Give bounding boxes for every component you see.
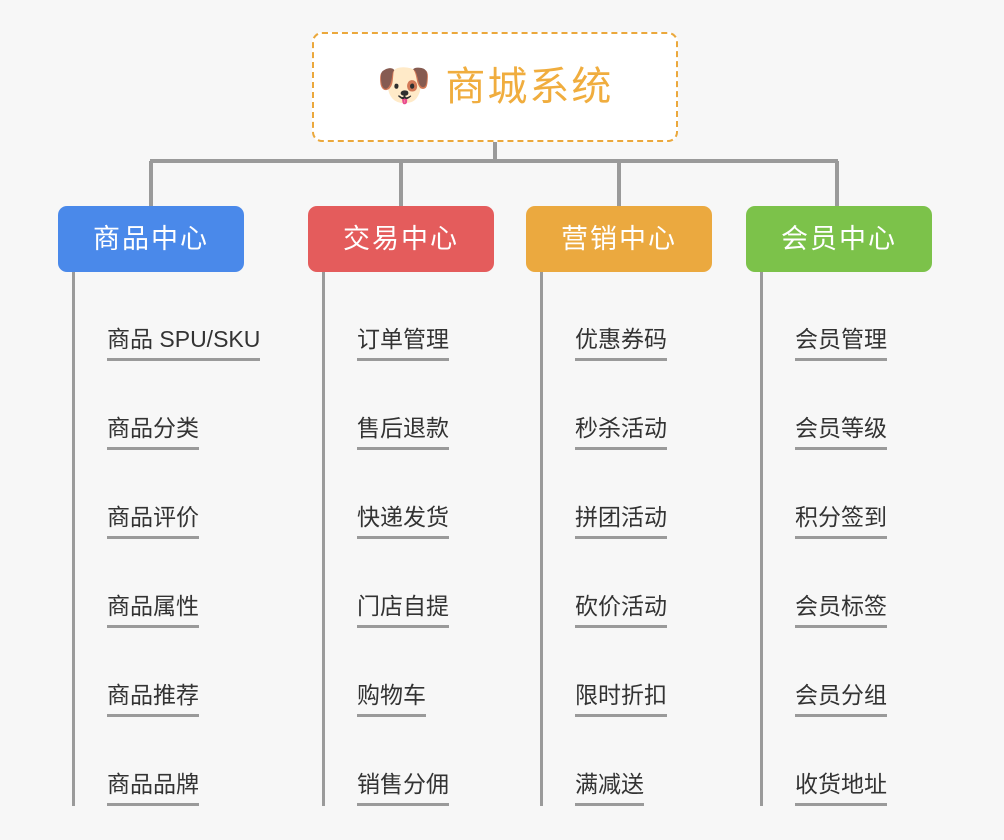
leaf-label: 会员管理: [795, 326, 887, 361]
leaf-item[interactable]: 满减送: [543, 717, 753, 806]
branch-label: 营销中心: [561, 223, 677, 254]
branch-member-center: 会员中心 会员管理 会员等级 积分签到 会员标签 会员分组 收货地址: [746, 206, 973, 806]
leaf-label: 商品评价: [107, 504, 199, 539]
leaf-item[interactable]: 门店自提: [325, 539, 535, 628]
root-node[interactable]: 🐶 商城系统: [312, 32, 678, 142]
leaf-item[interactable]: 销售分佣: [325, 717, 535, 806]
leaf-item[interactable]: 商品品牌: [75, 717, 285, 806]
leaf-item[interactable]: 砍价活动: [543, 539, 753, 628]
leaf-label: 商品 SPU/SKU: [107, 326, 261, 361]
leaf-label: 商品属性: [107, 593, 199, 628]
dog-face-icon: 🐶: [376, 61, 432, 110]
leaf-item[interactable]: 商品 SPU/SKU: [75, 272, 285, 361]
leaf-label: 销售分佣: [357, 771, 449, 806]
leaf-item[interactable]: 商品分类: [75, 361, 285, 450]
leaf-item[interactable]: 会员分组: [763, 628, 973, 717]
leaf-label: 商品品牌: [107, 771, 199, 806]
leaf-label: 秒杀活动: [575, 415, 667, 450]
branch-header-marketing-center[interactable]: 营销中心: [526, 206, 712, 272]
leaf-item[interactable]: 收货地址: [763, 717, 973, 806]
leaf-label: 满减送: [575, 771, 644, 806]
leaf-item[interactable]: 商品评价: [75, 450, 285, 539]
leaf-label: 会员分组: [795, 682, 887, 717]
leaf-item[interactable]: 会员标签: [763, 539, 973, 628]
branch-trade-center: 交易中心 订单管理 售后退款 快递发货 门店自提 购物车 销售分佣: [308, 206, 535, 806]
leaf-label: 门店自提: [357, 593, 449, 628]
leaf-list-marketing-center: 优惠券码 秒杀活动 拼团活动 砍价活动 限时折扣 满减送: [540, 272, 753, 806]
branch-label: 交易中心: [343, 223, 459, 254]
leaf-item[interactable]: 商品属性: [75, 539, 285, 628]
leaf-item[interactable]: 会员管理: [763, 272, 973, 361]
branch-label: 商品中心: [93, 223, 209, 254]
leaf-label: 积分签到: [795, 504, 887, 539]
leaf-label: 会员标签: [795, 593, 887, 628]
leaf-item[interactable]: 会员等级: [763, 361, 973, 450]
branch-header-product-center[interactable]: 商品中心: [58, 206, 244, 272]
leaf-label: 优惠券码: [575, 326, 667, 361]
branch-product-center: 商品中心 商品 SPU/SKU 商品分类 商品评价 商品属性 商品推荐 商品品牌: [58, 206, 285, 806]
root-title: 商城系统: [445, 65, 614, 109]
leaf-label: 拼团活动: [575, 504, 667, 539]
leaf-label: 限时折扣: [575, 682, 667, 717]
leaf-label: 售后退款: [357, 415, 449, 450]
branch-marketing-center: 营销中心 优惠券码 秒杀活动 拼团活动 砍价活动 限时折扣 满减送: [526, 206, 753, 806]
leaf-label: 砍价活动: [575, 593, 667, 628]
branch-header-trade-center[interactable]: 交易中心: [308, 206, 494, 272]
leaf-item[interactable]: 拼团活动: [543, 450, 753, 539]
branch-label: 会员中心: [781, 223, 897, 254]
leaf-label: 购物车: [357, 682, 426, 717]
leaf-item[interactable]: 快递发货: [325, 450, 535, 539]
leaf-item[interactable]: 优惠券码: [543, 272, 753, 361]
leaf-list-product-center: 商品 SPU/SKU 商品分类 商品评价 商品属性 商品推荐 商品品牌: [72, 272, 285, 806]
branch-header-member-center[interactable]: 会员中心: [746, 206, 932, 272]
leaf-label: 商品分类: [107, 415, 199, 450]
leaf-item[interactable]: 购物车: [325, 628, 535, 717]
leaf-list-member-center: 会员管理 会员等级 积分签到 会员标签 会员分组 收货地址: [760, 272, 973, 806]
leaf-label: 收货地址: [795, 771, 887, 806]
leaf-item[interactable]: 积分签到: [763, 450, 973, 539]
leaf-label: 快递发货: [357, 504, 449, 539]
leaf-item[interactable]: 秒杀活动: [543, 361, 753, 450]
leaf-item[interactable]: 商品推荐: [75, 628, 285, 717]
leaf-label: 会员等级: [795, 415, 887, 450]
leaf-label: 订单管理: [357, 326, 449, 361]
leaf-label: 商品推荐: [107, 682, 199, 717]
leaf-item[interactable]: 限时折扣: [543, 628, 753, 717]
leaf-item[interactable]: 订单管理: [325, 272, 535, 361]
leaf-list-trade-center: 订单管理 售后退款 快递发货 门店自提 购物车 销售分佣: [322, 272, 535, 806]
leaf-item[interactable]: 售后退款: [325, 361, 535, 450]
